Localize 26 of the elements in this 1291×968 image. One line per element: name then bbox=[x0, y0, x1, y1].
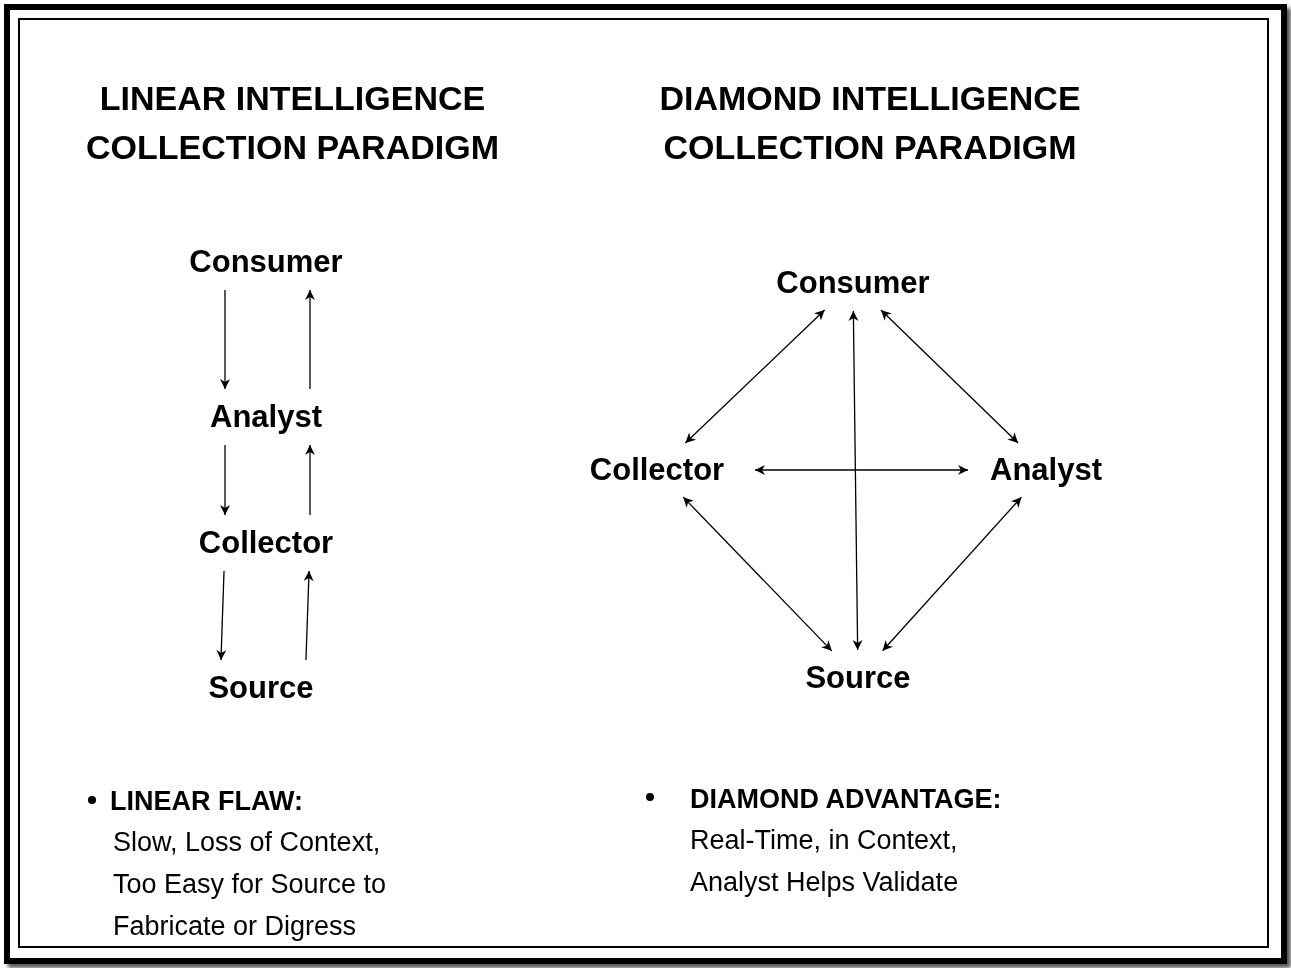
section-heading: DIAMOND INTELLIGENCE COLLECTION PARADIGM bbox=[658, 78, 1082, 169]
node-label: Analyst bbox=[186, 392, 346, 442]
section-heading: LINEAR INTELLIGENCE COLLECTION PARADIGM bbox=[85, 78, 500, 169]
double-arrow bbox=[682, 496, 833, 652]
double-arrow bbox=[881, 496, 1023, 652]
arrow bbox=[303, 570, 314, 661]
arrow bbox=[216, 570, 227, 661]
arrow bbox=[305, 289, 315, 390]
double-arrow bbox=[684, 309, 826, 444]
bullet-heading: LINEAR FLAW: bbox=[110, 785, 304, 818]
double-arrow bbox=[848, 310, 863, 651]
arrow bbox=[305, 444, 315, 516]
node-label: Consumer bbox=[753, 258, 953, 308]
node-label: Source bbox=[788, 653, 928, 703]
node-label: Collector bbox=[562, 445, 752, 495]
bullet-heading: DIAMOND ADVANTAGE: bbox=[690, 783, 1003, 816]
bullet-text: Slow, Loss of Context, Too Easy for Source to Fabricate or Digress bbox=[113, 826, 388, 943]
node-label: Collector bbox=[171, 518, 361, 568]
double-arrow bbox=[880, 309, 1019, 444]
arrow bbox=[220, 289, 230, 390]
arrow bbox=[220, 444, 230, 516]
double-arrow bbox=[754, 465, 969, 475]
bullet-text: Real-Time, in Context, Analyst Helps Validate bbox=[690, 824, 960, 899]
node-label: Source bbox=[186, 663, 336, 713]
node-label: Analyst bbox=[971, 445, 1121, 495]
node-label: Consumer bbox=[166, 237, 366, 287]
